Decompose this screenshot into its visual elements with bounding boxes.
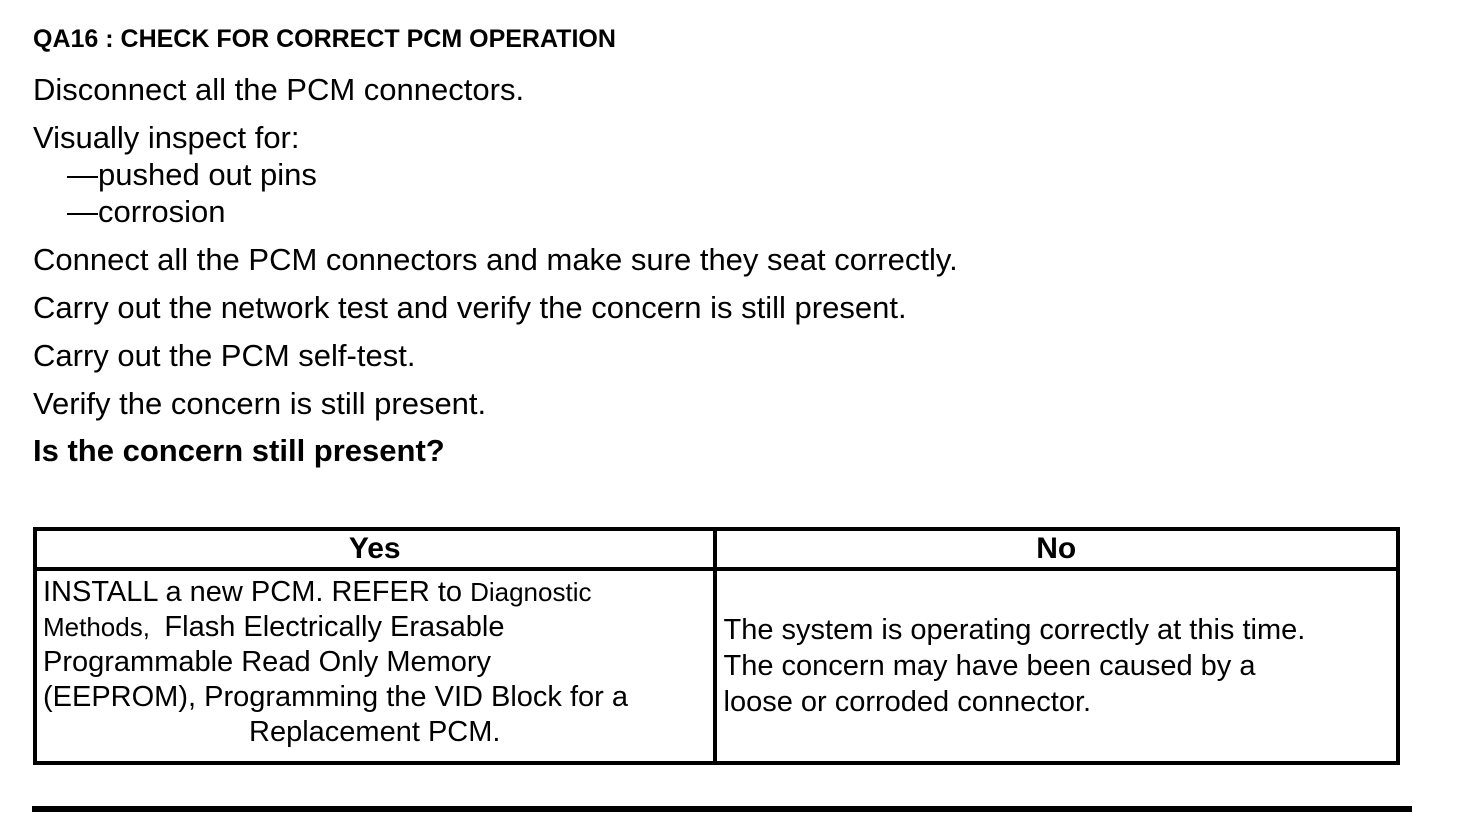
no-action-line-3: loose or corroded connector. bbox=[723, 686, 1092, 718]
yes-action-cell: INSTALL a new PCM. REFER to Diagnostic M… bbox=[37, 571, 717, 761]
page-divider-rule bbox=[32, 806, 1412, 812]
decision-question: Is the concern still present? bbox=[33, 433, 445, 468]
no-action-cell: The system is operating correctly at thi… bbox=[717, 571, 1397, 761]
procedure-step-disconnect: Disconnect all the PCM connectors. bbox=[33, 72, 525, 107]
no-action-line-1: The system is operating correctly at thi… bbox=[723, 614, 1306, 646]
yes-column-header: Yes bbox=[37, 531, 717, 567]
yes-action-line-3: Programmable Read Only Memory bbox=[43, 646, 492, 678]
inspect-item-pushed-pins: —pushed out pins bbox=[67, 157, 317, 192]
decision-table-header-row: Yes No bbox=[37, 531, 1396, 571]
no-column-header: No bbox=[1036, 532, 1077, 565]
inspect-item-corrosion: —corrosion bbox=[67, 194, 226, 229]
no-action-line-2: The concern may have been caused by a bbox=[723, 650, 1256, 682]
decision-table: Yes No INSTALL a new PCM. REFER to Diagn… bbox=[33, 527, 1400, 765]
procedure-step-verify: Verify the concern is still present. bbox=[33, 386, 487, 421]
decision-table-body-row: INSTALL a new PCM. REFER to Diagnostic M… bbox=[37, 571, 1396, 761]
yes-action-line-5: Replacement PCM. bbox=[249, 716, 501, 748]
procedure-step-network-test: Carry out the network test and verify th… bbox=[33, 290, 907, 325]
procedure-step-self-test: Carry out the PCM self-test. bbox=[33, 338, 416, 373]
procedure-step-connect: Connect all the PCM connectors and make … bbox=[33, 242, 958, 277]
yes-action-line-2: Methods, Flash Electrically Erasable bbox=[43, 611, 505, 643]
pinpoint-test-heading: QA16 : CHECK FOR CORRECT PCM OPERATION bbox=[33, 25, 616, 53]
yes-action-line-1: INSTALL a new PCM. REFER to Diagnostic bbox=[43, 576, 592, 608]
procedure-step-inspect: Visually inspect for: bbox=[33, 120, 300, 155]
yes-action-line-4: (EEPROM), Programming the VID Block for … bbox=[43, 681, 628, 713]
